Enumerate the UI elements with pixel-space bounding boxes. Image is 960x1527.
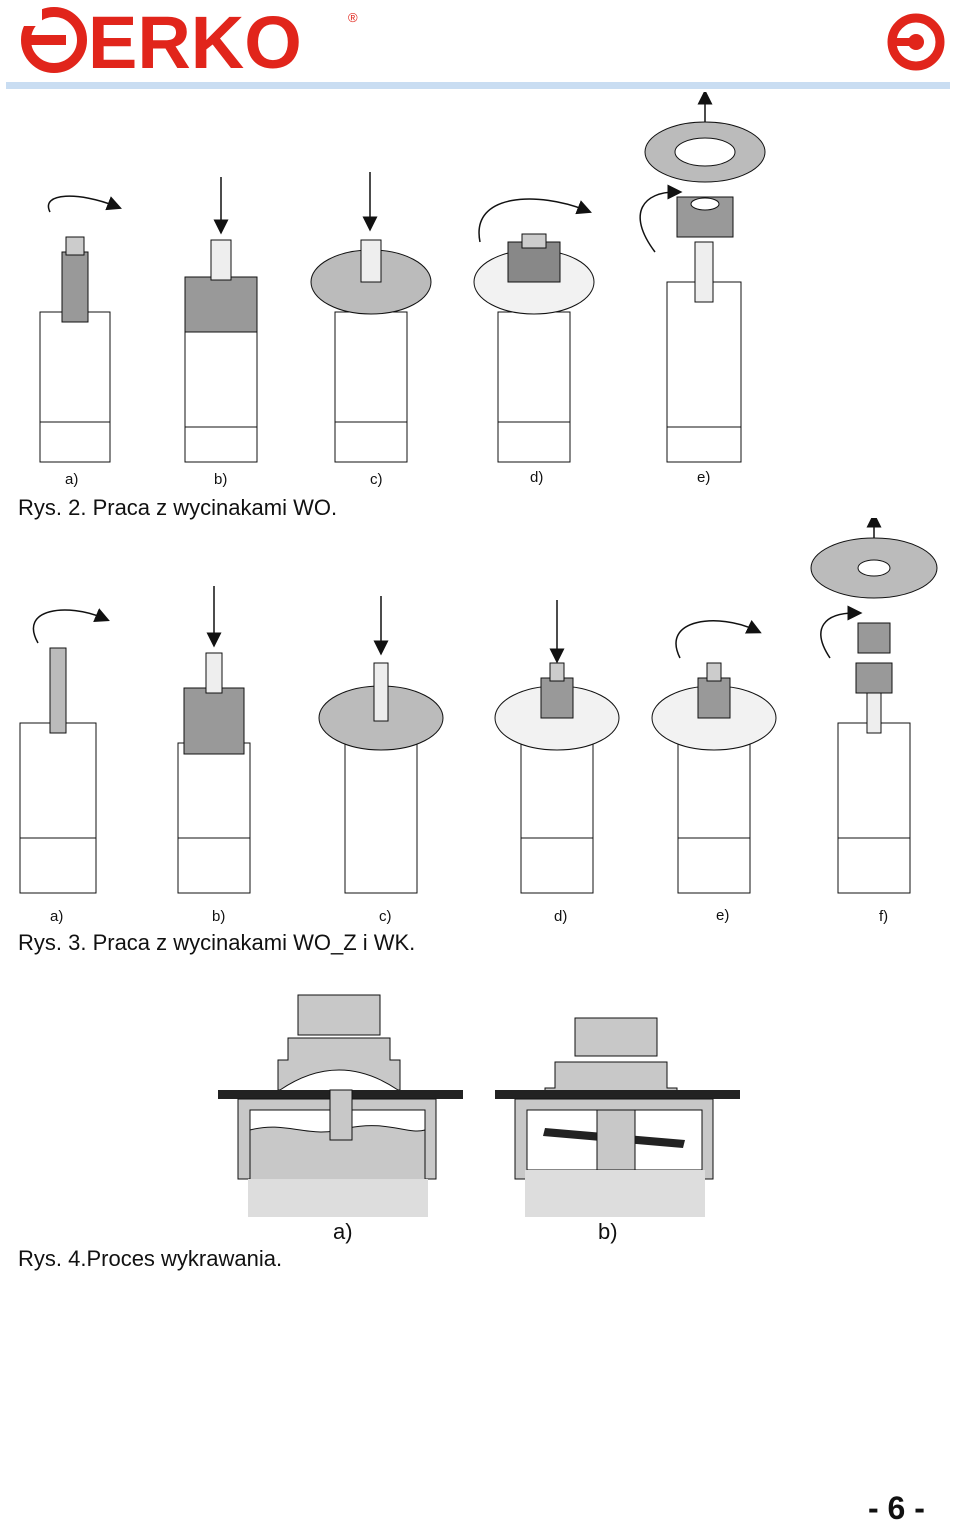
figure-3-illustration [19,518,938,894]
figure-4-caption: Rys. 4.Proces wykrawania. [18,1246,283,1271]
fig3-step-b [177,586,251,894]
erko-logo: ERKO ® [21,6,358,74]
fig4-section-a [218,994,463,1217]
erko-logo-symbol-icon [21,6,87,73]
fig3-step-label-a: a) [50,908,64,925]
fig3-step-label-d: d) [554,908,568,925]
fig3-step-label-e: e) [716,907,730,924]
fig2-step-label-c: c) [370,471,383,488]
figure-4-illustration [218,994,740,1217]
fig3-step-label-b: b) [212,908,226,925]
fig3-step-c [318,596,444,894]
figure-2-illustration [39,92,766,463]
fig2-step-label-d: d) [530,469,544,486]
fig2-step-c [310,172,432,463]
fig2-step-label-a: a) [65,471,79,488]
fig3-step-f [810,518,938,894]
page-number: - 6 - [868,1490,925,1526]
fig3-step-a [19,608,110,894]
registered-mark: ® [348,10,358,25]
fig3-step-e [651,619,777,894]
fig4-label-b: b) [598,1219,618,1244]
fig3-step-label-c: c) [379,908,392,925]
fig2-step-label-b: b) [214,471,228,488]
header-rule [6,82,950,89]
figure-3-caption: Rys. 3. Praca z wycinakami WO_Z i WK. [18,930,416,955]
fig2-step-label-e: e) [697,469,711,486]
fig2-step-b [184,177,258,463]
fig2-step-a [39,195,122,463]
figure-2-caption: Rys. 2. Praca z wycinakami WO. [18,495,338,520]
fig2-step-d [473,198,595,463]
fig3-step-label-f: f) [879,908,889,925]
fig3-step-d [494,600,620,894]
fig4-section-b [495,1017,740,1217]
fig4-label-a: a) [333,1219,353,1244]
erko-logo-text: ERKO [88,6,302,74]
fig2-step-e [639,92,766,463]
erko-corner-symbol-icon [887,13,945,71]
